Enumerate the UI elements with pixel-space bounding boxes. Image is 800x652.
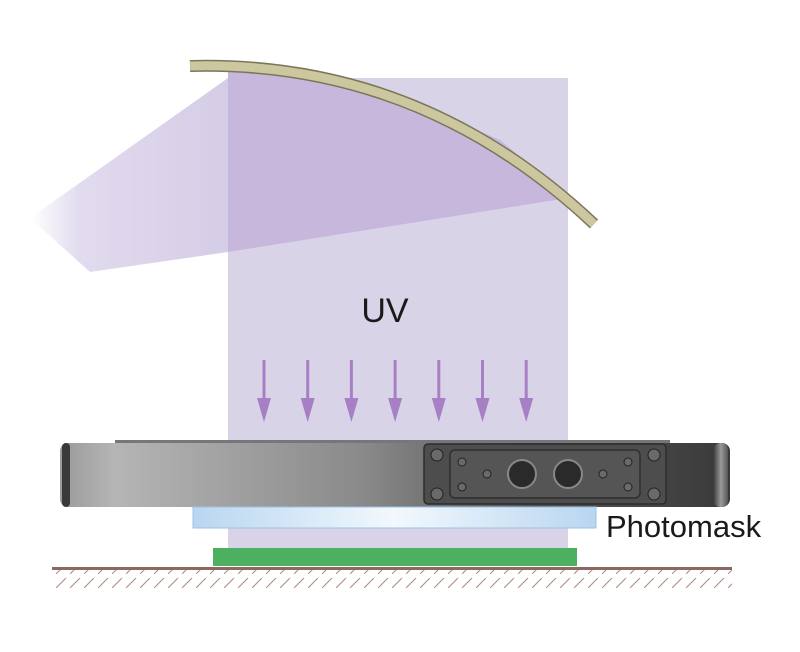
mount-screws bbox=[430, 448, 661, 501]
uv-arrow-head bbox=[431, 398, 446, 422]
floor-line bbox=[52, 567, 732, 570]
incident-uv-beam bbox=[30, 78, 228, 272]
photomask bbox=[192, 506, 597, 529]
substrate bbox=[213, 548, 577, 566]
uv-arrow-head bbox=[475, 398, 490, 422]
stage-top-edge bbox=[115, 440, 670, 444]
uv-arrow-head bbox=[519, 398, 534, 422]
photomask-label: Photomask bbox=[606, 509, 762, 544]
reflected-beam-overlap bbox=[228, 70, 568, 252]
uv-label: UV bbox=[361, 292, 409, 330]
uv-arrow-head bbox=[388, 398, 403, 422]
uv-arrows bbox=[257, 360, 534, 422]
floor-hatch bbox=[52, 570, 732, 588]
lens-ports bbox=[507, 459, 583, 489]
uv-arrow-head bbox=[300, 398, 315, 422]
uv-arrow-head bbox=[257, 398, 271, 422]
uv-arrow-head bbox=[344, 398, 359, 422]
